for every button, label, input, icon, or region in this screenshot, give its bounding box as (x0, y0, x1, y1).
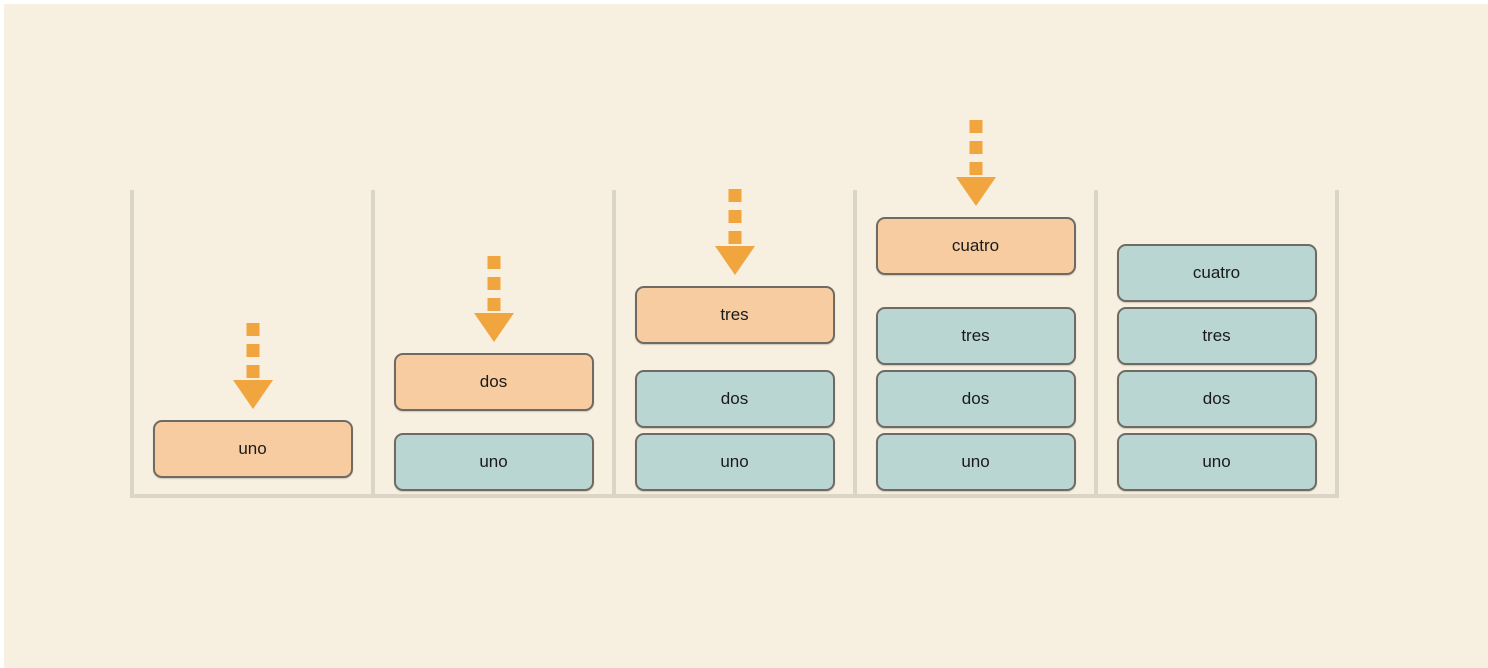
stack-item-cuatro: cuatro (875, 217, 1076, 275)
stack-item-tres: tres (875, 307, 1076, 365)
stack-item-dos: dos (393, 353, 594, 411)
stack-bins-row: uno dos uno tres dos uno (130, 120, 1339, 498)
stack-item-dos: dos (1116, 370, 1317, 428)
stack-item-uno: uno (1116, 433, 1317, 491)
stack-container-step-1: uno (134, 190, 375, 494)
push-down-arrow-icon (713, 185, 757, 277)
stack-container-step-3: tres dos uno (616, 189, 857, 494)
push-down-arrow-icon (954, 116, 998, 208)
stack-container-step-4: cuatro tres dos uno (857, 120, 1098, 494)
stack-item-cuatro: cuatro (1116, 244, 1317, 302)
stack-item-uno: uno (152, 420, 353, 478)
stack-item-uno: uno (875, 433, 1076, 491)
diagram-background: uno dos uno tres dos uno (4, 4, 1488, 668)
stack-item-tres: tres (1116, 307, 1317, 365)
stack-item-dos: dos (875, 370, 1076, 428)
stack-item-dos: dos (634, 370, 835, 428)
stack-container-step-5: cuatro tres dos uno (1098, 190, 1335, 494)
push-down-arrow-icon (231, 319, 275, 411)
stack-item-uno: uno (634, 433, 835, 491)
stack-container-step-2: dos uno (375, 190, 616, 494)
push-down-arrow-icon (472, 252, 516, 344)
stack-item-uno: uno (393, 433, 594, 491)
stack-item-tres: tres (634, 286, 835, 344)
